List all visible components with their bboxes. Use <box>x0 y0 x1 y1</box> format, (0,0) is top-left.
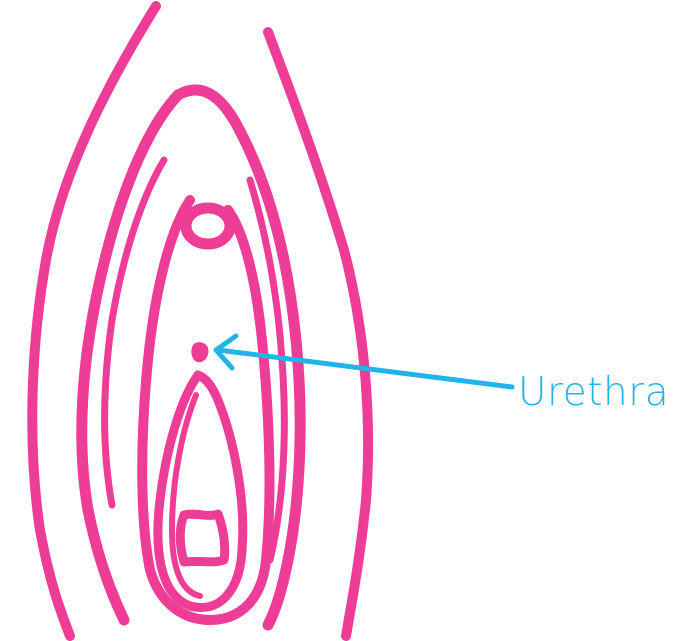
urethra-label: Urethra <box>518 370 669 415</box>
urethra-dot <box>191 342 208 362</box>
clitoris-ring <box>186 208 230 244</box>
vaginal-opening-outline <box>158 375 243 608</box>
hymen-shape <box>180 514 225 562</box>
inner-left-fold <box>82 95 178 620</box>
